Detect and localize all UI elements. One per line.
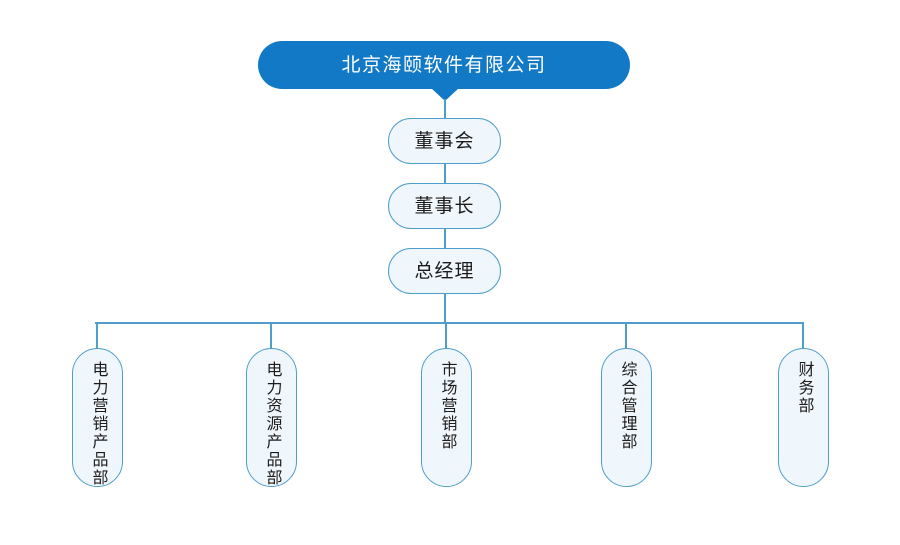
node-label-department-1: 电力营销产品部 <box>89 361 107 487</box>
node-label-general-manager: 总经理 <box>414 260 475 282</box>
connector-bus-to-dept-3 <box>445 322 447 349</box>
node-label-department-4: 综合管理部 <box>618 361 636 451</box>
node-department-power-resource-product[interactable]: 电力资源产品部 <box>246 348 297 487</box>
connector-department-bus <box>95 322 804 324</box>
company-root-node[interactable]: 北京海颐软件有限公司 <box>258 41 630 89</box>
node-label-chairman: 董事长 <box>414 195 475 217</box>
node-label-department-3: 市场营销部 <box>438 361 456 451</box>
node-department-power-marketing-product[interactable]: 电力营销产品部 <box>72 348 123 487</box>
node-board-of-directors[interactable]: 董事会 <box>388 118 501 164</box>
node-label-department-2: 电力资源产品部 <box>263 361 281 487</box>
node-department-general-management[interactable]: 综合管理部 <box>601 348 652 487</box>
node-department-finance[interactable]: 财务部 <box>778 348 829 487</box>
connector-bus-to-dept-1 <box>96 322 98 349</box>
connector-bus-to-dept-2 <box>270 322 272 349</box>
connector-root-to-board <box>444 99 446 119</box>
node-label-department-5: 财务部 <box>795 361 813 415</box>
node-chairman[interactable]: 董事长 <box>388 183 501 229</box>
node-department-market-marketing[interactable]: 市场营销部 <box>421 348 472 487</box>
company-root-label: 北京海颐软件有限公司 <box>341 54 547 76</box>
connector-gm-to-bus <box>444 294 446 323</box>
connector-board-to-chairman <box>444 164 446 183</box>
node-general-manager[interactable]: 总经理 <box>388 248 501 294</box>
connector-bus-to-dept-4 <box>625 322 627 349</box>
banner-notch-icon <box>431 88 459 101</box>
connector-chairman-to-gm <box>444 229 446 248</box>
connector-bus-to-dept-5 <box>802 322 804 349</box>
node-label-board-of-directors: 董事会 <box>414 130 475 152</box>
